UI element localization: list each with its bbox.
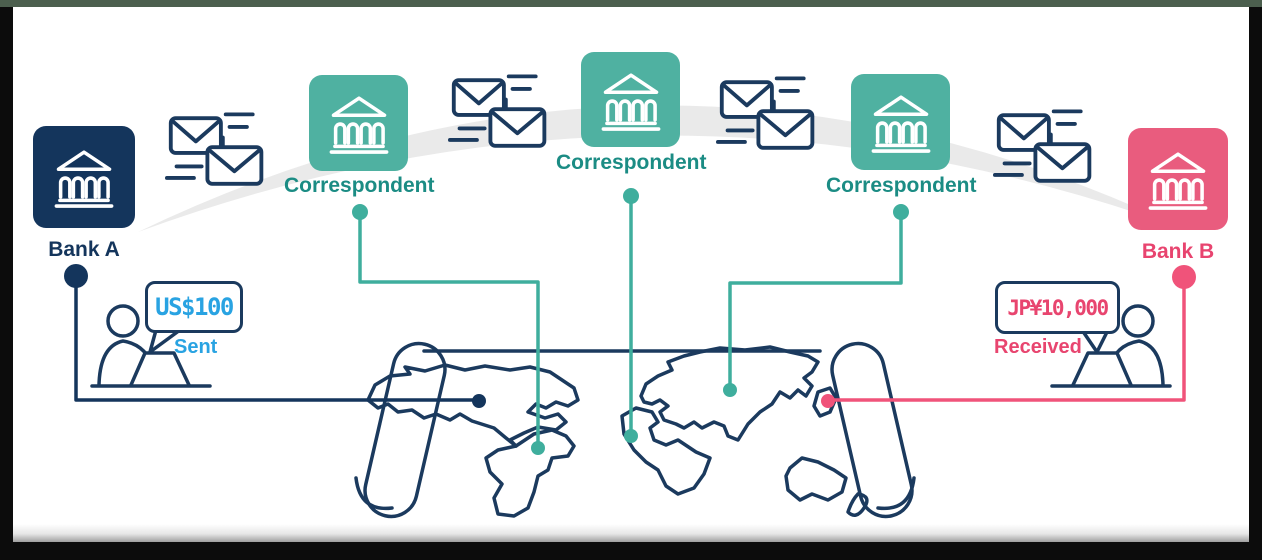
frame-right [1249, 0, 1262, 560]
map-left-roll [354, 341, 447, 519]
map-dot-correspondent-1 [531, 441, 545, 455]
correspondent-3-node [851, 74, 950, 170]
correspondent-1-node [309, 75, 408, 171]
map-japan [812, 386, 838, 418]
map-dot-correspondent-3 [723, 383, 737, 397]
bank-building-icon [597, 66, 665, 134]
map-north-america [366, 363, 580, 448]
map-australia [784, 456, 848, 502]
bank-building-icon [867, 88, 935, 156]
correspondent-2-node [581, 52, 680, 147]
sent-amount: US$100 [155, 293, 234, 321]
world-map-scroll [354, 341, 916, 519]
frame-shadow [13, 524, 1249, 542]
correspondent-2-label: Correspondent [556, 151, 707, 174]
connector-bank-b [826, 275, 1186, 402]
correspondent-3-label: Correspondent [826, 174, 977, 197]
bank-b-node [1128, 128, 1228, 230]
received-amount: JP¥10,000 [1007, 295, 1109, 320]
received-status-label: Received [994, 336, 1082, 358]
received-amount-bubble: JP¥10,000 [995, 281, 1120, 334]
connector-dots [64, 188, 1196, 455]
map-dot-correspondent-2 [624, 429, 638, 443]
frame-left [0, 0, 13, 560]
map-dot-bank-a [472, 394, 486, 408]
frame-bottom [0, 542, 1262, 560]
sent-amount-bubble: US$100 [145, 281, 243, 333]
bank-b-label: Bank B [1141, 240, 1215, 263]
map-south-america [484, 428, 576, 518]
map-dot-bank-b [821, 394, 835, 408]
bank-b-dot [1172, 265, 1196, 289]
map-eurasia [639, 345, 820, 442]
correspondent-2-dot [623, 188, 639, 204]
connector-correspondent-3 [728, 210, 903, 392]
correspondent-3-dot [893, 204, 909, 220]
bank-a-label: Bank A [48, 238, 120, 261]
sent-status-label: Sent [174, 336, 218, 358]
messages-icon-3 [716, 76, 815, 150]
bank-a-node [33, 126, 135, 228]
bank-building-icon [325, 89, 393, 157]
person-receiver-icon [1050, 304, 1172, 388]
bank-building-icon [50, 143, 118, 211]
frame-top [0, 0, 1262, 7]
messages-icon-1 [165, 112, 264, 186]
bank-building-icon [1144, 145, 1212, 213]
person-sender-icon [90, 304, 212, 388]
correspondent-1-dot [352, 204, 368, 220]
connector-bank-a [74, 274, 481, 402]
map-right-roll [830, 341, 916, 519]
connector-correspondent-1 [358, 210, 540, 450]
map-new-zealand [846, 492, 869, 517]
map-africa [620, 406, 712, 496]
correspondent-1-label: Correspondent [284, 174, 435, 197]
bank-a-dot [64, 264, 88, 288]
